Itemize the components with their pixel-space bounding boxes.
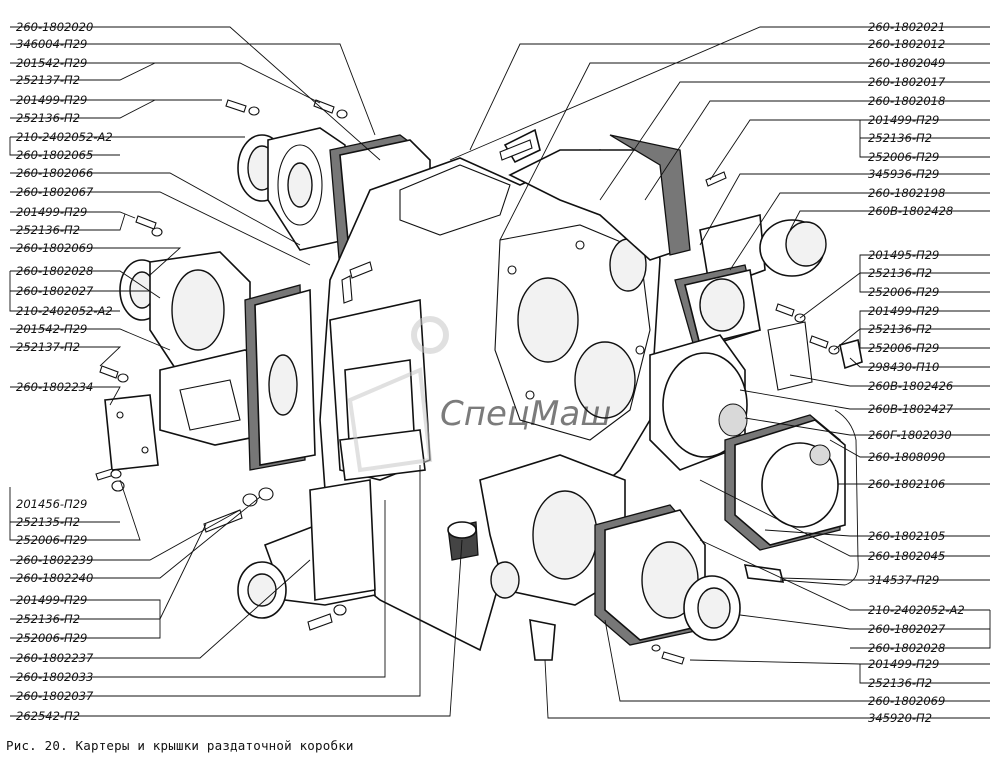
callout-label: 201499-П29 — [868, 304, 939, 318]
callout-label: 345920-П2 — [868, 711, 932, 725]
callout-label: 252006-П29 — [868, 150, 939, 164]
callout-label: 201499-П29 — [16, 593, 87, 607]
fasteners — [95, 99, 840, 665]
callout-label: 260-1808090 — [868, 450, 945, 464]
callout-label: 252137-П2 — [16, 340, 80, 354]
callout-label: 260В-1802426 — [868, 379, 953, 393]
callout-label: 260-1802066 — [16, 166, 93, 180]
callout-label: 260-1802028 — [16, 264, 93, 278]
right-upper-covers — [674, 213, 863, 391]
left-front-cover — [104, 251, 316, 471]
callout-label: 260-1802033 — [16, 670, 93, 684]
callout-label: 260-1802028 — [868, 641, 945, 655]
callout-label: 260-1802069 — [868, 694, 945, 708]
callout-label: 260В-1802427 — [868, 402, 954, 416]
callout-label: 201499-П29 — [16, 93, 87, 107]
lower-right-output — [594, 504, 785, 646]
callout-label: 260-1802067 — [16, 185, 94, 199]
watermark-logo: СпецМаш — [347, 316, 611, 473]
callout-label: 201499-П29 — [16, 205, 87, 219]
callout-label: 260-1802198 — [868, 186, 945, 200]
callout-label: 260Г-1802030 — [868, 428, 952, 442]
callout-label: 252136-П2 — [868, 322, 932, 336]
callout-label: 201456-П29 — [16, 497, 87, 511]
breather-tube — [779, 409, 859, 586]
right-bearing-covers — [649, 334, 846, 551]
callout-label: 252136-П2 — [16, 223, 80, 237]
callout-label: 260-1802234 — [16, 380, 93, 394]
callout-label: 210-2402052-А2 — [16, 304, 113, 318]
callout-label: 210-2402052-А2 — [16, 130, 113, 144]
callout-label: 260-1802105 — [868, 529, 945, 543]
callout-label: 262542-П2 — [16, 709, 80, 723]
right-callout-labels: 260-1802021 260-1802012 260-1802049 260-… — [868, 20, 965, 725]
callout-label: 260-1802106 — [868, 477, 945, 491]
callout-label: 252006-П29 — [868, 341, 939, 355]
callout-label: 260-1802021 — [868, 20, 945, 34]
callout-label: 260-1802069 — [16, 241, 93, 255]
callout-label: 252136-П2 — [16, 612, 80, 626]
assembly-drawing: СпецМаш — [95, 99, 863, 665]
callout-label: 252135-П2 — [16, 515, 80, 529]
left-callout-labels: 260-1802020 346004-П29 201542-П29 252137… — [16, 20, 113, 723]
callout-label: 260-1802037 — [16, 689, 94, 703]
callout-label: 260-1802027 — [868, 622, 946, 636]
callout-label: 260-1802045 — [868, 549, 945, 563]
callout-label: 260-1802027 — [16, 284, 94, 298]
callout-label: 252137-П2 — [16, 73, 80, 87]
callout-label: 252136-П2 — [868, 676, 932, 690]
callout-label: 252006-П29 — [868, 285, 939, 299]
callout-label: 252136-П2 — [868, 266, 932, 280]
callout-label: 260В-1802428 — [868, 204, 953, 218]
callout-label: 201499-П29 — [868, 113, 939, 127]
callout-label: 201542-П29 — [16, 322, 87, 336]
callout-label: 298430-П10 — [868, 360, 939, 374]
leader-lines — [9, 26, 991, 719]
callout-label: 260-1802237 — [16, 651, 94, 665]
callout-label: 260-1802049 — [868, 56, 945, 70]
callout-label: 252136-П2 — [16, 111, 80, 125]
lower-left-output — [237, 479, 376, 619]
figure-caption: Рис. 20. Картеры и крышки раздаточной ко… — [6, 738, 354, 753]
callout-label: 260-1802239 — [16, 553, 93, 567]
callout-label: 201542-П29 — [16, 56, 87, 70]
callout-label: 260-1802020 — [16, 20, 93, 34]
callout-label: 260-1802012 — [868, 37, 945, 51]
callout-label: 252006-П29 — [16, 631, 87, 645]
callout-label: 345936-П29 — [868, 167, 939, 181]
callout-label: 346004-П29 — [16, 37, 87, 51]
callout-label: 314537-П29 — [868, 573, 939, 587]
watermark-text: СпецМаш — [440, 394, 611, 434]
main-housing — [319, 128, 691, 661]
callout-label: 260-1802017 — [868, 75, 946, 89]
callout-label: 210-2402052-А2 — [868, 603, 965, 617]
callout-label: 260-1802018 — [868, 94, 945, 108]
callout-label: 201495-П29 — [868, 248, 939, 262]
callout-label: 260-1802065 — [16, 148, 93, 162]
callout-label: 252006-П29 — [16, 533, 87, 547]
callout-label: 201499-П29 — [868, 657, 939, 671]
callout-label: 252136-П2 — [868, 131, 932, 145]
callout-label: 260-1802240 — [16, 571, 93, 585]
